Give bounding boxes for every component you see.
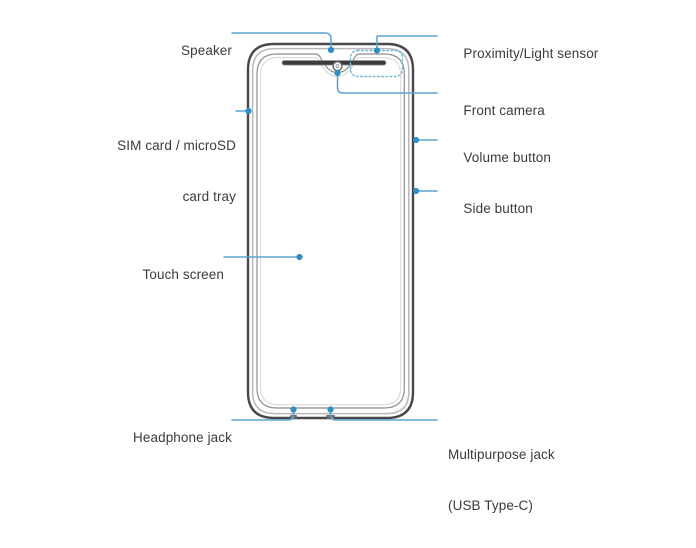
- screen-inner-edge: [260, 57, 402, 406]
- callout-label-speaker-text: Speaker: [181, 43, 232, 58]
- callout-label-sim-tray: SIM card / microSD card tray: [46, 103, 236, 239]
- leader-dot-sim-tray: [245, 107, 252, 115]
- callout-label-proximity-sensor: Proximity/Light sensor: [448, 28, 678, 79]
- leader-dot-front-camera: [334, 69, 341, 77]
- leader-line-speaker: [231, 32, 332, 49]
- leader-line-multipurpose-jack: [329, 411, 438, 421]
- leader-dot-volume-button: [412, 136, 420, 144]
- callout-label-headphone-jack-text: Headphone jack: [133, 430, 232, 445]
- diagram-canvas: Speaker SIM card / microSD card tray Tou…: [46, 25, 678, 513]
- leader-dot-multipurpose-jack: [327, 406, 334, 413]
- leader-dot-speaker: [327, 46, 335, 54]
- callout-label-multipurpose-jack-line1: Multipurpose jack: [448, 447, 555, 462]
- callout-label-front-camera: Front camera: [448, 85, 648, 136]
- leader-dot-headphone-jack: [290, 406, 297, 413]
- callout-label-speaker: Speaker: [62, 25, 232, 76]
- callout-label-side-button-text: Side button: [463, 201, 533, 216]
- callout-label-front-camera-text: Front camera: [463, 103, 545, 118]
- leader-dot-side-button: [412, 187, 420, 195]
- leader-dot-proximity-sensor: [373, 47, 381, 54]
- callout-label-side-button: Side button: [448, 183, 648, 234]
- callout-label-volume-button-text: Volume button: [463, 150, 552, 165]
- touch-screen-surface[interactable]: [256, 53, 405, 409]
- callout-label-volume-button: Volume button: [448, 132, 648, 183]
- device-illustration: [246, 42, 415, 420]
- callout-label-proximity-sensor-text: Proximity/Light sensor: [463, 46, 599, 61]
- leader-dot-touch-screen: [296, 253, 303, 261]
- callout-label-multipurpose-jack-line2: (USB Type-C): [448, 498, 533, 513]
- leader-line-headphone-jack: [231, 411, 295, 421]
- callout-label-touch-screen: Touch screen: [54, 249, 224, 300]
- phone-frame-band: [251, 47, 410, 415]
- callout-leader-lines: [223, 32, 438, 421]
- leader-line-front-camera: [336, 73, 438, 94]
- callout-label-headphone-jack: Headphone jack: [62, 412, 232, 463]
- front-camera-aperture: [335, 64, 340, 69]
- callout-label-touch-screen-text: Touch screen: [142, 267, 224, 282]
- leader-line-proximity-sensor: [376, 35, 438, 49]
- callout-label-sim-tray-line2: card tray: [182, 189, 236, 204]
- callout-label-multipurpose-jack: Multipurpose jack (USB Type-C): [448, 412, 678, 548]
- callout-label-sim-tray-line1: SIM card / microSD: [117, 138, 236, 153]
